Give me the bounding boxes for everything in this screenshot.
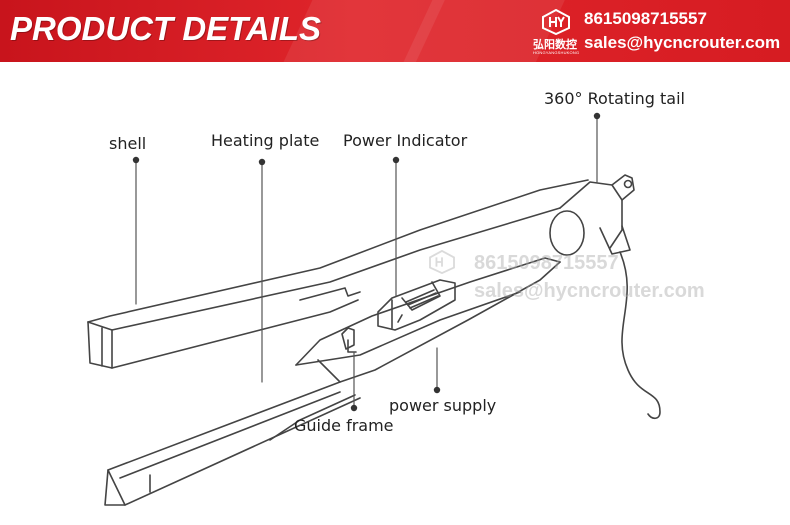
label-power-supply: power supply (389, 396, 497, 415)
label-rotating-tail: 360° Rotating tail (544, 89, 685, 108)
label-shell: shell (109, 134, 147, 153)
header-banner: PRODUCT DETAILS 弘阳数控 HONGYANGSHUKONG 861… (0, 0, 790, 62)
upper-arm-shell (87, 179, 589, 369)
watermark-email: sales@hycncrouter.com (474, 280, 705, 302)
guide-frame-clip (341, 327, 357, 353)
hy-logo-icon (542, 9, 570, 35)
label-power-indicator: Power Indicator (343, 131, 468, 150)
logo-text: 弘阳数控 (533, 39, 577, 51)
watermark-logo-icon (429, 250, 455, 274)
hinge-head (549, 174, 635, 256)
label-guide-frame: Guide frame (294, 416, 394, 435)
contact-phone: 8615098715557 (584, 9, 707, 28)
power-cord (619, 251, 661, 420)
label-heating-plate: Heating plate (211, 131, 320, 150)
page-title: PRODUCT DETAILS (10, 10, 322, 47)
contact-email: sales@hycncrouter.com (584, 33, 781, 52)
power-switch-box (377, 279, 456, 331)
leader-dots (132, 112, 601, 412)
watermark-phone: 8615098715557 (474, 252, 619, 274)
leader-lines (135, 115, 598, 407)
lower-arm-handle (104, 257, 561, 506)
logo-subtext: HONGYANGSHUKONG (533, 50, 580, 55)
